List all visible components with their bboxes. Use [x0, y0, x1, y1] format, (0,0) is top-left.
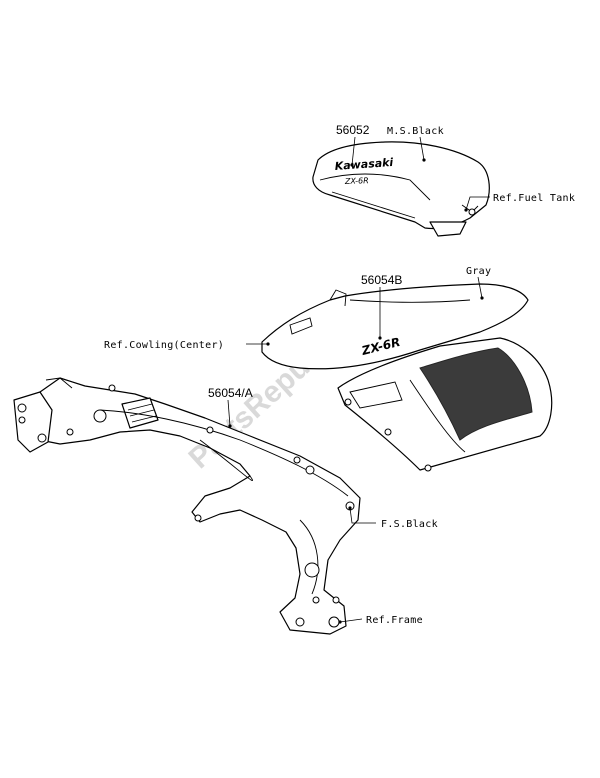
label-ref-fuel-tank: Ref.Fuel Tank: [493, 193, 575, 204]
cowling-decal: ZX-6R: [261, 283, 553, 472]
label-56054a: 56054/A: [208, 386, 253, 400]
label-fs-black: F.S.Black: [381, 519, 438, 530]
tank-brand-decal: Kawasaki: [334, 156, 394, 173]
frame-decal: [13, 377, 361, 635]
label-ref-cowling-center: Ref.Cowling(Center): [104, 340, 224, 351]
label-56052: 56052: [336, 123, 370, 137]
label-ref-frame: Ref.Frame: [366, 615, 423, 626]
fuel-tank-decal: Kawasaki ZX-6R: [312, 141, 490, 237]
label-ms-black: M.S.Black: [387, 126, 444, 137]
label-gray: Gray: [466, 266, 491, 277]
tank-model-decal: ZX-6R: [344, 176, 369, 186]
label-56054b: 56054B: [361, 273, 402, 287]
